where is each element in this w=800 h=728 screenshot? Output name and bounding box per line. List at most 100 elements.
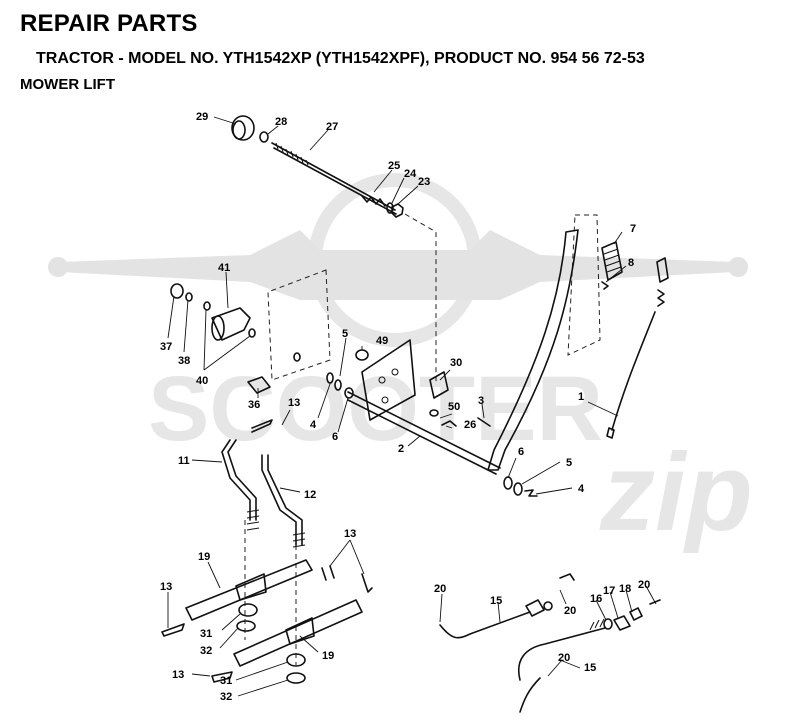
callout-4b: 4 bbox=[578, 483, 585, 495]
part-lift-link-left bbox=[221, 439, 260, 531]
callout-7: 7 bbox=[630, 223, 636, 235]
part-washer bbox=[286, 672, 306, 684]
callout-37: 37 bbox=[160, 341, 172, 353]
part-spring bbox=[361, 195, 386, 207]
part-hairpin-clip bbox=[321, 565, 335, 581]
part-washer bbox=[334, 379, 342, 391]
callout-28: 28 bbox=[275, 116, 287, 128]
callout-25: 25 bbox=[388, 160, 400, 172]
callout-6b: 6 bbox=[518, 446, 524, 458]
callout-5b: 5 bbox=[566, 457, 572, 469]
callout-labels: 29 28 27 25 24 23 7 8 41 37 38 40 5 49 3… bbox=[160, 111, 650, 703]
callout-15: 15 bbox=[490, 595, 502, 607]
callout-19b: 19 bbox=[322, 650, 334, 662]
callout-26: 26 bbox=[464, 419, 476, 431]
part-lift-arm-lower bbox=[233, 599, 363, 667]
part-bracket bbox=[211, 307, 251, 341]
part-handle-grip bbox=[601, 241, 623, 281]
callout-20: 20 bbox=[434, 583, 446, 595]
part-cross-shaft bbox=[347, 391, 501, 475]
part-block bbox=[629, 607, 643, 621]
callout-24: 24 bbox=[404, 168, 417, 180]
callout-18: 18 bbox=[619, 583, 631, 595]
callout-49: 49 bbox=[376, 335, 388, 347]
watermark: SCOOTER zip bbox=[48, 173, 753, 554]
callout-1: 1 bbox=[578, 391, 584, 403]
part-washer bbox=[513, 482, 523, 496]
part-lift-arm-upper bbox=[185, 559, 313, 621]
handle-outline bbox=[567, 214, 601, 356]
part-washer bbox=[248, 328, 256, 338]
callout-50: 50 bbox=[448, 401, 460, 413]
part-hairpin-clip bbox=[211, 671, 233, 683]
part-washer bbox=[203, 301, 211, 311]
part-lift-link-right bbox=[261, 454, 306, 548]
part-washer bbox=[259, 131, 269, 143]
part-washer bbox=[236, 620, 256, 632]
callout-27: 27 bbox=[326, 121, 338, 133]
callout-23: 23 bbox=[418, 176, 430, 188]
callout-20c: 20 bbox=[638, 579, 650, 591]
callout-36: 36 bbox=[248, 399, 260, 411]
callout-31b: 31 bbox=[220, 675, 232, 687]
part-bushing bbox=[503, 476, 513, 490]
callout-3: 3 bbox=[478, 395, 484, 407]
callout-15b: 15 bbox=[584, 662, 596, 674]
callout-40: 40 bbox=[196, 375, 208, 387]
part-adjust-rod-upper bbox=[439, 599, 553, 639]
part-knob bbox=[231, 115, 255, 141]
part-washer bbox=[603, 618, 613, 630]
callout-30: 30 bbox=[450, 357, 462, 369]
callout-31: 31 bbox=[200, 628, 212, 640]
callout-20b: 20 bbox=[564, 605, 576, 617]
watermark-brand: SCOOTER bbox=[148, 358, 603, 460]
part-hairpin-clip bbox=[161, 623, 185, 637]
part-washer bbox=[293, 352, 301, 362]
callout-16: 16 bbox=[590, 593, 602, 605]
callout-13: 13 bbox=[288, 397, 300, 409]
part-bushing bbox=[344, 387, 354, 399]
part-pivot-block bbox=[429, 371, 449, 399]
callout-8: 8 bbox=[628, 257, 634, 269]
callout-13b: 13 bbox=[344, 528, 356, 540]
callout-32: 32 bbox=[200, 645, 212, 657]
callout-19: 19 bbox=[198, 551, 210, 563]
part-clip bbox=[247, 376, 271, 394]
callout-38: 38 bbox=[178, 355, 190, 367]
part-clip bbox=[524, 489, 538, 497]
callout-20d: 20 bbox=[558, 652, 570, 664]
part-spring-small bbox=[601, 281, 609, 290]
callout-12: 12 bbox=[304, 489, 316, 501]
watermark-right-knob bbox=[728, 257, 748, 277]
part-hairpin-clip bbox=[361, 573, 373, 593]
part-clip bbox=[441, 420, 457, 427]
watermark-scooter-shape bbox=[60, 230, 735, 300]
part-pin bbox=[477, 417, 491, 427]
part-mount-plate bbox=[361, 339, 416, 421]
callout-13c: 13 bbox=[160, 581, 172, 593]
watermark-left-knob bbox=[48, 257, 68, 277]
callout-11: 11 bbox=[178, 455, 190, 467]
part-hairpin-clip bbox=[251, 419, 273, 433]
callout-29: 29 bbox=[196, 111, 208, 123]
part-release-rod bbox=[606, 257, 669, 439]
part-bushing bbox=[286, 653, 306, 667]
callout-2: 2 bbox=[398, 443, 404, 455]
callout-5: 5 bbox=[342, 328, 348, 340]
watermark-script: zip bbox=[599, 431, 753, 554]
alignment-line bbox=[404, 213, 437, 385]
part-nut bbox=[391, 203, 404, 218]
part-nut-small bbox=[429, 409, 439, 417]
model-subtitle: TRACTOR - MODEL NO. YTH1542XP (YTH1542XP… bbox=[36, 50, 645, 67]
leader-lines bbox=[167, 116, 657, 697]
callout-13d: 13 bbox=[172, 669, 184, 681]
callout-6: 6 bbox=[332, 431, 338, 443]
part-bushing bbox=[238, 603, 258, 617]
part-washer bbox=[185, 292, 193, 302]
callout-4: 4 bbox=[310, 419, 317, 431]
callout-17: 17 bbox=[603, 585, 615, 597]
part-bolt-head bbox=[170, 283, 184, 299]
part-washer bbox=[326, 372, 334, 384]
part-adjust-rod-lower bbox=[518, 618, 606, 713]
